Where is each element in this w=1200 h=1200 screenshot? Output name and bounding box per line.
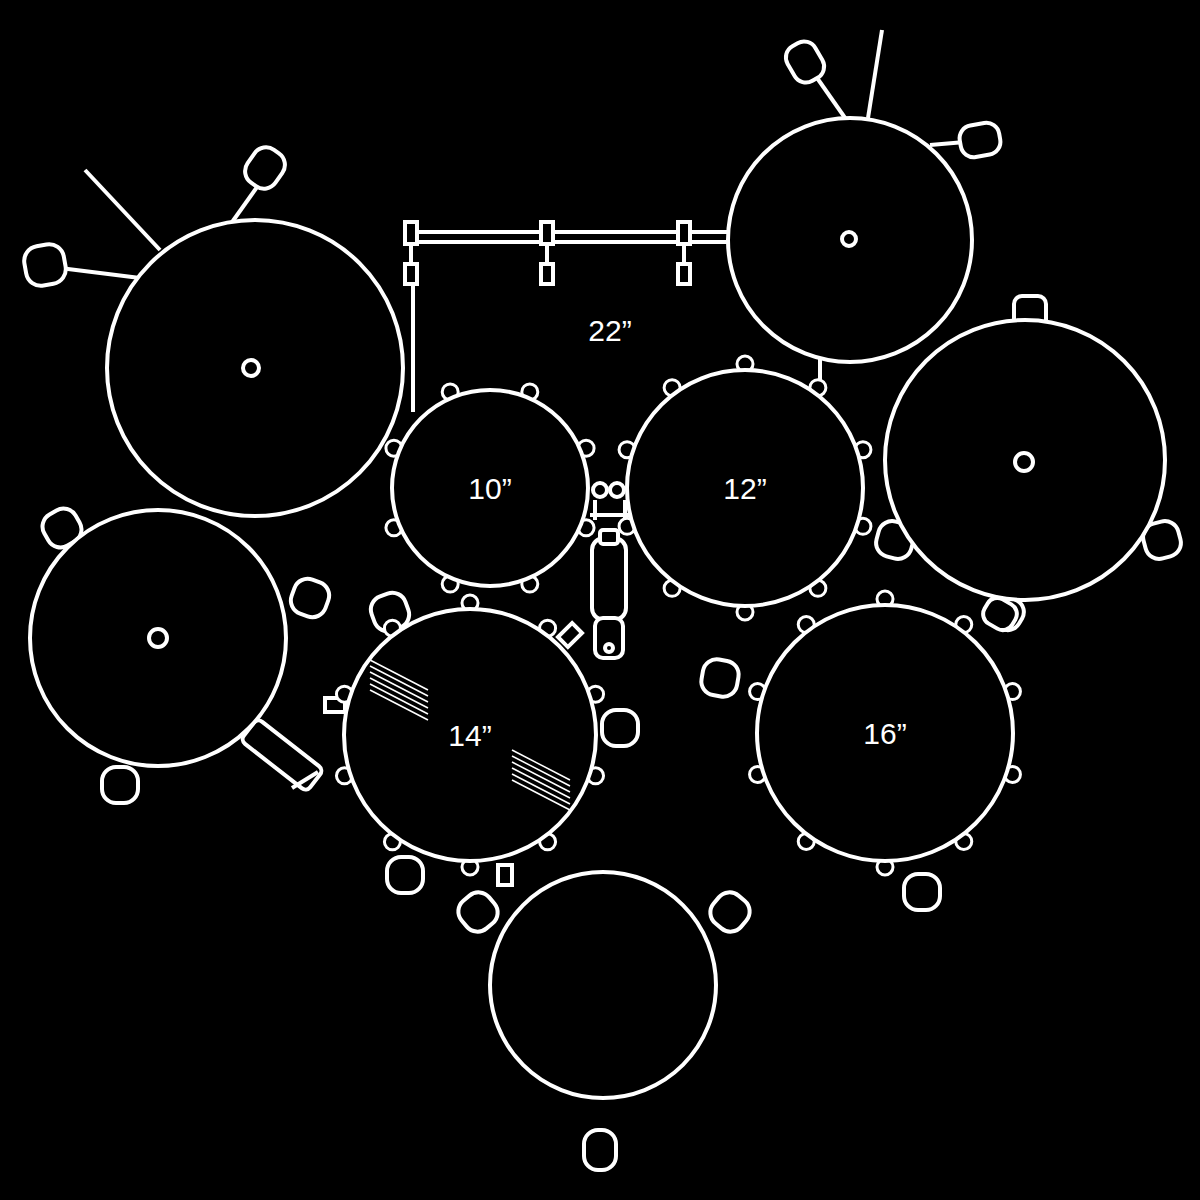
crash-cymbal	[22, 142, 403, 516]
bass-drum-size: 22”	[588, 314, 631, 347]
snare-wires	[512, 750, 570, 780]
snare-wires	[370, 660, 428, 690]
drum-size: 10”	[468, 472, 511, 505]
drum-head	[344, 609, 596, 861]
rack-tom-drum: 12”	[625, 368, 865, 608]
snare-drum: 14”	[342, 607, 598, 863]
drum-size: 16”	[863, 717, 906, 750]
snare-wires	[512, 756, 570, 786]
snare-wires	[370, 678, 428, 708]
drum-throne	[453, 872, 756, 1170]
snare-wires	[370, 666, 428, 696]
snare-wires	[512, 762, 570, 792]
drum-feet	[325, 589, 1021, 910]
snare-wires	[370, 672, 428, 702]
hi-hat	[30, 503, 333, 803]
ride-cymbal	[728, 30, 1002, 362]
drum-head	[392, 390, 588, 586]
drum-size: 14”	[448, 719, 491, 752]
snare-wires	[512, 768, 570, 798]
snare-wires	[512, 780, 570, 810]
drum-size: 12”	[723, 472, 766, 505]
rack-tom-drum: 10”	[390, 388, 590, 588]
snare-wires	[512, 774, 570, 804]
floor-tom-drum: 16”	[755, 603, 1015, 863]
bass-drum-pedal	[590, 483, 630, 658]
snare-wires	[370, 684, 428, 714]
china-cymbal	[873, 296, 1184, 635]
drum-head	[757, 605, 1013, 861]
drum-head	[627, 370, 863, 606]
snare-wires	[370, 690, 428, 720]
